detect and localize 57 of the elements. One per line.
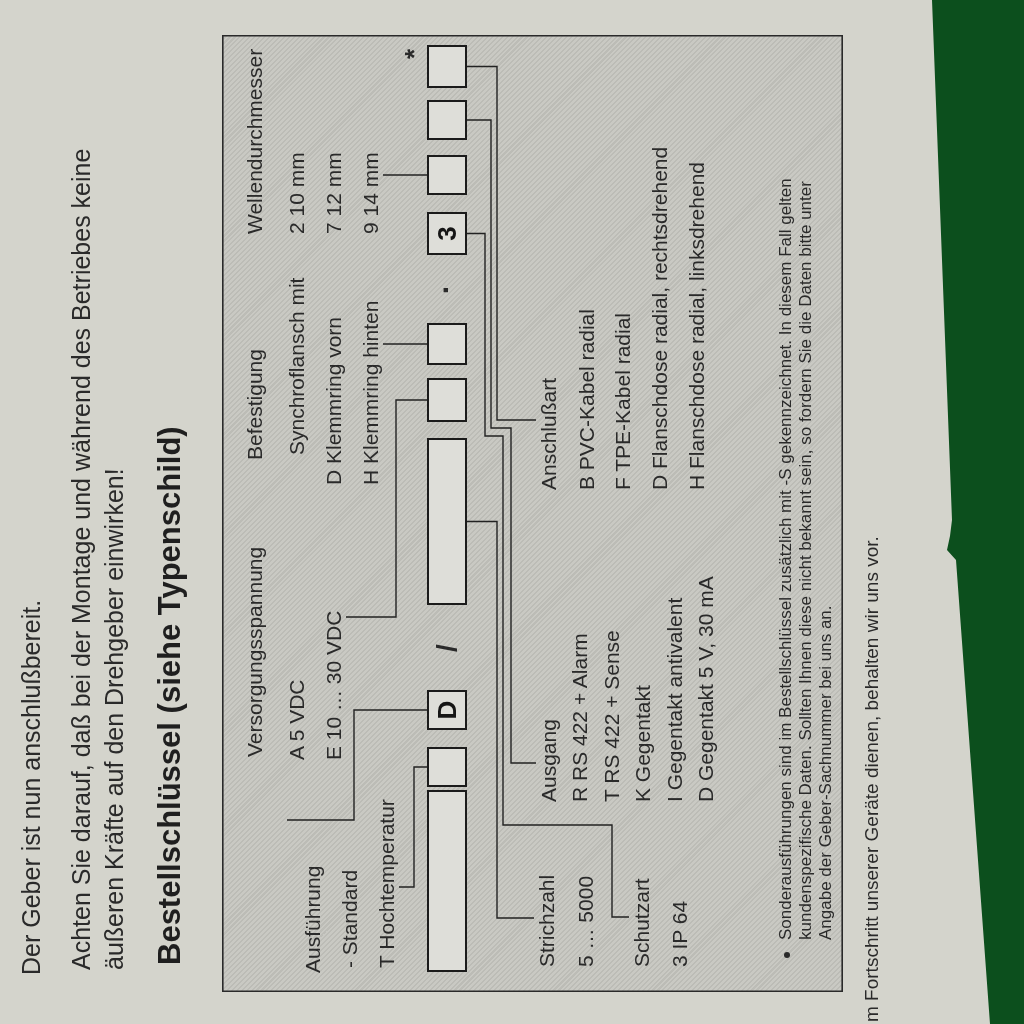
warning-text: Achten Sie darauf, daß bei der Montage und während des Betriebes keine äußeren Kräfte auf den Drehgeber einwirken! — [66, 147, 129, 970]
option-text: T RS 422 + Sense — [599, 630, 624, 802]
leader-line — [382, 343, 428, 345]
leader-line — [345, 399, 428, 618]
footnote-mark: * — [401, 48, 427, 59]
leader-line — [382, 174, 428, 176]
option-text: 2 10 mm — [284, 152, 309, 234]
option-text: D Flanschdose radial, rechtsdrehend — [647, 146, 672, 490]
option-text: K Gegentakt — [630, 685, 655, 802]
footer-text: m Fortschritt unserer Geräte dienen, behalten wir uns vor. — [861, 536, 883, 1022]
leader-line — [466, 65, 537, 421]
code-slot: D — [427, 690, 467, 730]
code-slot — [427, 747, 467, 787]
footnote-text: Sonderausführungen sind im Bestellschlüssel zusätzlich mit -S gekennzeichnet. In diesem Fall gelten kundenspezifische Daten. Sollten Ihnen diese nicht bekannt sein, so fordern Sie die Daten bitte unter Angabe der Geber-Sachnummer bei uns an. — [776, 177, 836, 940]
option-text: 3 IP 64 — [667, 900, 692, 967]
option-group-heading: Strichzahl — [534, 874, 559, 967]
option-text: Synchroflansch mit — [284, 277, 309, 455]
code-slot: 3 — [427, 212, 467, 255]
code-slot — [427, 323, 467, 365]
code-slot — [427, 378, 467, 422]
option-group-heading: Schutzart — [629, 878, 654, 967]
option-group-heading: Versorgungsspannung — [242, 546, 267, 757]
option-text: H Flanschdose radial, linksdrehend — [684, 162, 709, 490]
leader-line — [286, 709, 428, 821]
code-separator: / — [433, 643, 461, 654]
section-title: Bestellschlüssel (siehe Typenschild) — [151, 426, 188, 965]
option-text: E 10 … 30 VDC — [321, 610, 346, 760]
option-text: I Gegentakt antivalent — [662, 597, 687, 802]
option-text: - Standard — [337, 869, 362, 968]
option-text: F TPE-Kabel radial — [610, 312, 635, 490]
option-text: 5 … 5000 — [573, 875, 598, 967]
code-slot — [427, 45, 467, 88]
leader-line — [466, 232, 630, 918]
code-slot — [427, 100, 467, 140]
option-text: A 5 VDC — [284, 679, 309, 760]
option-text: 7 12 mm — [321, 152, 346, 234]
code-slot — [427, 438, 467, 605]
leader-line — [398, 766, 428, 888]
intro-text: Der Geber ist nun anschlußbereit. — [16, 599, 46, 975]
order-code-panel — [222, 35, 843, 992]
option-group-heading: Wellendurchmesser — [242, 48, 267, 234]
option-group-heading: Ausgang — [536, 719, 561, 802]
leader-line — [466, 520, 535, 919]
option-text: T Hochtemperatur — [374, 799, 399, 968]
option-group-heading: Ausführung — [300, 865, 325, 973]
option-text: H Klemmring hinten — [358, 300, 383, 485]
code-slot — [427, 790, 467, 972]
code-slot — [427, 155, 467, 195]
leader-line — [466, 119, 537, 764]
option-text: R RS 422 + Alarm — [567, 633, 592, 802]
option-text: D Gegentakt 5 V, 30 mA — [693, 576, 718, 802]
option-group-heading: Anschlußart — [536, 377, 561, 490]
option-text: D Klemmring vorn — [321, 316, 346, 485]
option-text: 9 14 mm — [358, 152, 383, 234]
option-group-heading: Befestigung — [242, 349, 267, 460]
code-separator: . — [423, 284, 453, 297]
option-text: B PVC-Kabel radial — [574, 309, 599, 490]
